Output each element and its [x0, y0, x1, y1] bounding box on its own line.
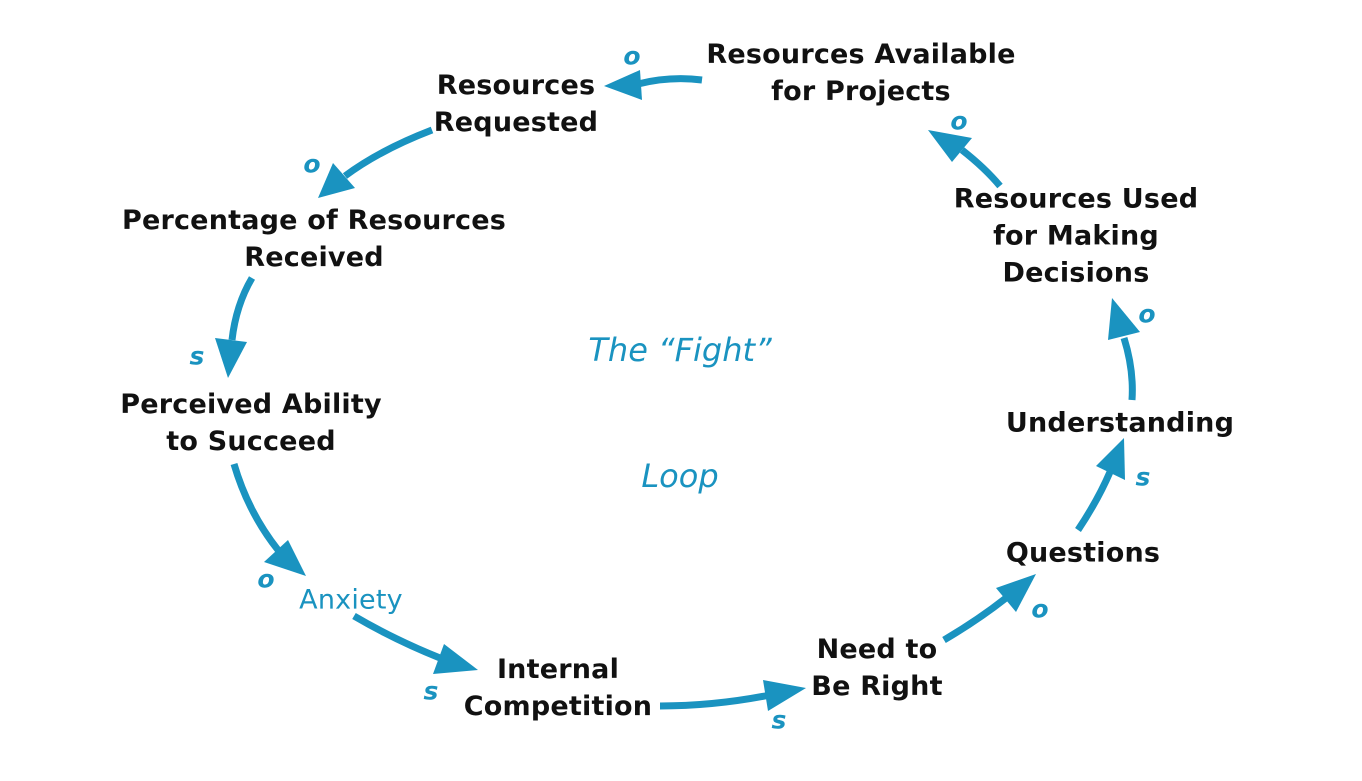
polarity-percentage-to-ability: s — [189, 341, 205, 371]
link-arrow-available-to-requested — [637, 75, 703, 88]
node-internal-competition: Internal Competition — [463, 654, 653, 722]
node-resources-used-for-making-decisions: Resources Used for Making Decisions — [953, 183, 1199, 289]
node-resources-available-for-projects: Resources Available for Projects — [706, 39, 1016, 107]
node-anxiety: Anxiety — [299, 584, 403, 616]
arrowhead-competition-to-right — [763, 680, 806, 711]
link-arrow-percentage-to-ability — [228, 276, 256, 341]
arrowhead-anxiety-to-competition — [433, 644, 478, 674]
link-arrow-understanding-to-used — [1120, 336, 1136, 401]
arrowhead-ability-to-anxiety — [264, 540, 306, 576]
polarity-used-to-available: o — [950, 106, 968, 136]
polarity-right-to-questions: o — [1031, 594, 1049, 624]
link-arrow-requested-to-percentage — [342, 126, 434, 179]
polarity-requested-to-percentage: o — [303, 149, 321, 179]
link-arrow-ability-to-anxiety — [230, 463, 281, 553]
arrowhead-right-to-questions — [996, 574, 1036, 612]
link-arrow-questions-to-understanding — [1075, 470, 1114, 532]
arrowhead-available-to-requested — [604, 70, 642, 100]
polarity-available-to-requested: o — [623, 41, 641, 71]
node-resources-requested: Resources Requested — [433, 70, 599, 138]
node-need-to-be-right: Need to Be Right — [811, 634, 943, 702]
loop-title-line-1: The “Fight” — [588, 331, 772, 369]
link-arrow-anxiety-to-competition — [352, 612, 442, 662]
loop-title: The “Fight” Loop — [588, 245, 771, 581]
link-arrow-competition-to-right — [659, 691, 771, 710]
arrowhead-used-to-available — [928, 130, 972, 162]
link-arrow-used-to-available — [959, 147, 1003, 189]
arrowhead-questions-to-understanding — [1096, 438, 1125, 480]
polarity-competition-to-right: s — [771, 705, 787, 735]
arrowhead-understanding-to-used — [1108, 298, 1140, 340]
node-questions: Questions — [1005, 537, 1161, 569]
node-percentage-of-resources-received: Percentage of Resources Received — [121, 205, 507, 273]
loop-title-line-2: Loop — [641, 457, 719, 495]
node-perceived-ability-to-succeed: Perceived Ability to Succeed — [120, 389, 382, 457]
polarity-anxiety-to-competition: s — [423, 676, 439, 706]
arrowhead-requested-to-percentage — [318, 163, 355, 198]
arrowhead-percentage-to-ability — [215, 338, 247, 378]
polarity-ability-to-anxiety: o — [257, 564, 275, 594]
polarity-understanding-to-used: o — [1138, 299, 1156, 329]
polarity-questions-to-understanding: s — [1135, 462, 1151, 492]
link-arrow-right-to-questions — [942, 595, 1009, 644]
node-understanding: Understanding — [1005, 407, 1235, 439]
